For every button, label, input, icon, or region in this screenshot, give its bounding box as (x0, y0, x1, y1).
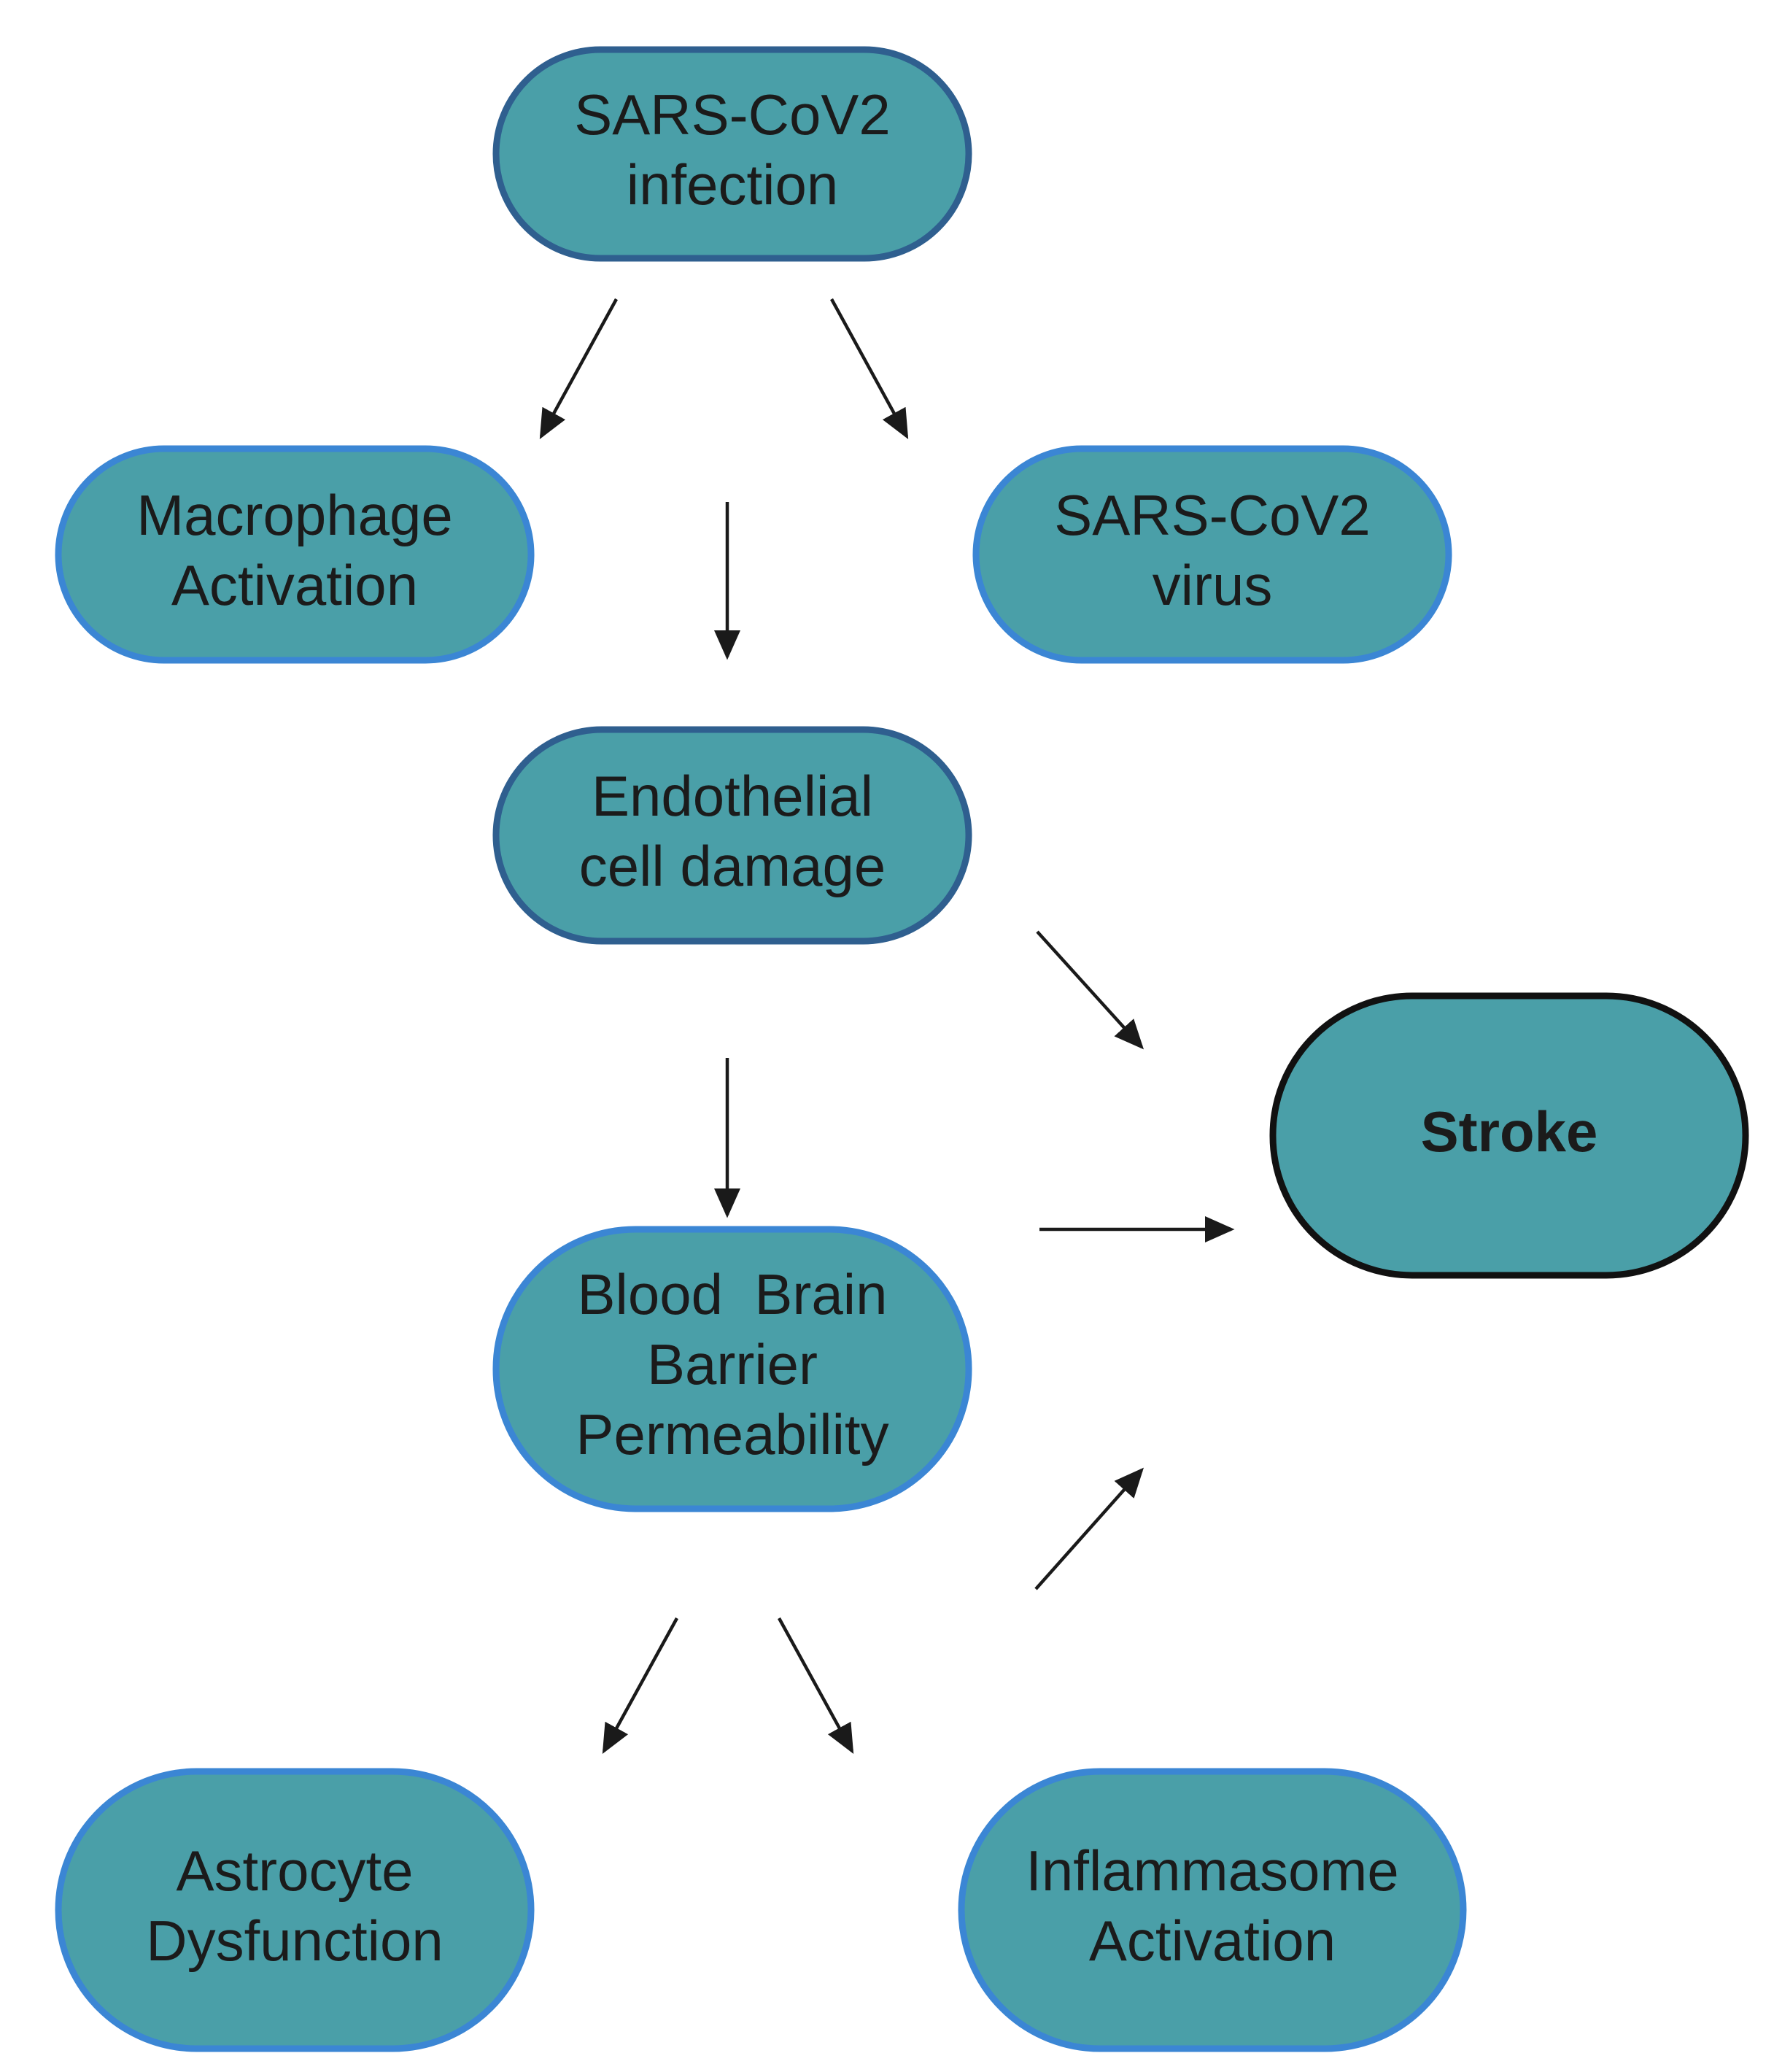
node-stroke-label: Stroke (1421, 1099, 1598, 1164)
arrow-bbb-to-astrocyte (602, 1617, 678, 1754)
node-stroke-shape (1269, 992, 1749, 1279)
node-label-line: Macrophage (136, 483, 453, 547)
node-sars-infection-shape (492, 46, 972, 262)
node-sars-virus-shape (972, 445, 1452, 664)
node-bbb-shape (492, 1226, 972, 1512)
node-label-line: Stroke (1421, 1099, 1598, 1164)
node-label-line: SARS-CoV2 (1054, 483, 1371, 547)
arrow-lower-to-stroke (1034, 1467, 1144, 1590)
arrow-endothelial-to-stroke (1036, 930, 1144, 1050)
node-label-line: Inflammasome (1026, 1839, 1399, 1903)
node-astrocyte-shape (55, 1768, 535, 2052)
node-label-line: SARS-CoV2 (574, 82, 891, 147)
node-stroke: Stroke (1269, 992, 1749, 1279)
arrows-group (539, 298, 1235, 1754)
node-label-line: infection (627, 152, 839, 217)
node-label-line: Activation (171, 553, 418, 617)
node-label-line: Permeability (576, 1402, 888, 1466)
node-label-line: Barrier (647, 1332, 818, 1396)
arrow-infection-to-virus (830, 298, 909, 439)
node-label-line: cell damage (579, 834, 886, 898)
node-label-line: Astrocyte (176, 1839, 413, 1903)
arrow-infection-to-macrophage (539, 298, 618, 439)
node-label-line: Activation (1089, 1909, 1336, 1973)
node-label-line: virus (1153, 553, 1273, 617)
node-inflammasome-shape (958, 1768, 1467, 2052)
node-label-line: Dysfunction (146, 1909, 444, 1973)
node-label-line: Blood Brain (578, 1262, 888, 1326)
node-endothelial-shape (492, 726, 972, 945)
node-label-line: Endothelial (592, 764, 873, 828)
node-macrophage-shape (55, 445, 535, 664)
arrow-bbb-to-inflammasome (778, 1617, 854, 1754)
